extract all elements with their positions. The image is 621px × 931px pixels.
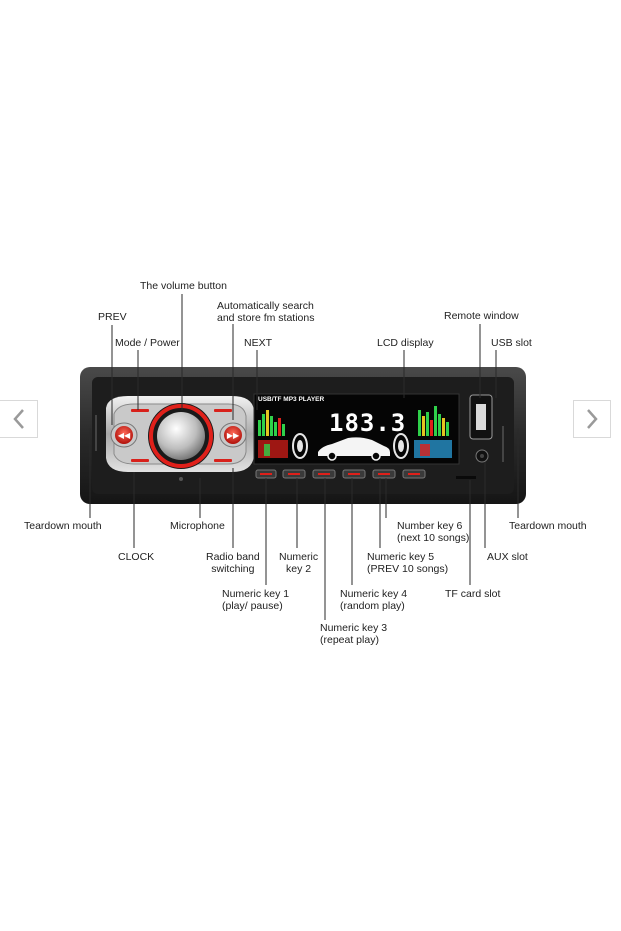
label-microphone: Microphone	[170, 520, 225, 532]
label-tf-card-slot: TF card slot	[445, 588, 501, 600]
volume-knob-graphic	[148, 403, 214, 469]
label-number-key-6: Number key 6 (next 10 songs)	[397, 520, 470, 544]
label-numeric-key-5: Numeric key 5 (PREV 10 songs)	[367, 551, 449, 575]
label-volume-button: The volume button	[140, 280, 227, 292]
prev-button-graphic: ◀◀	[110, 422, 138, 448]
label-next: NEXT	[244, 337, 273, 349]
callout-lines	[89, 294, 519, 620]
chevron-left-icon	[12, 409, 24, 429]
label-aux-slot: AUX slot	[487, 551, 528, 563]
label-remote-window: Remote window	[444, 310, 519, 322]
lcd-readout: 183.3	[329, 409, 406, 437]
next-button-graphic: ▶▶	[219, 422, 247, 448]
label-teardown-mouth-right: Teardown mouth	[509, 520, 587, 532]
label-lcd-display: LCD display	[377, 337, 434, 349]
label-numeric-key-1: Numeric key 1 (play/ pause)	[222, 588, 290, 612]
label-numeric-key-3: Numeric key 3 (repeat play)	[320, 622, 388, 646]
next-image-button[interactable]	[573, 400, 611, 438]
label-numeric-key-2: Numeric key 2	[279, 551, 319, 575]
label-clock: CLOCK	[118, 551, 155, 563]
label-radio-band-switching: Radio band switching	[206, 551, 260, 575]
label-teardown-mouth-left: Teardown mouth	[24, 520, 102, 532]
right-ports	[95, 394, 504, 479]
label-prev: PREV	[98, 311, 127, 323]
model-text: USB/TF MP3 PLAYER	[258, 396, 325, 403]
chevron-right-icon	[587, 409, 598, 429]
label-auto-search: Automatically search and store fm statio…	[217, 300, 315, 324]
numeric-keys-row	[255, 469, 426, 479]
svg-text:◀◀: ◀◀	[118, 431, 131, 440]
label-usb-slot: USB slot	[491, 337, 532, 349]
lcd-display-graphic: USB/TF MP3 PLAYER 183.3	[253, 393, 460, 465]
svg-text:▶▶: ▶▶	[227, 431, 240, 440]
previous-image-button[interactable]	[0, 400, 38, 438]
label-numeric-key-4: Numeric key 4 (random play)	[340, 588, 408, 612]
label-mode-power: Mode / Power	[115, 337, 180, 349]
